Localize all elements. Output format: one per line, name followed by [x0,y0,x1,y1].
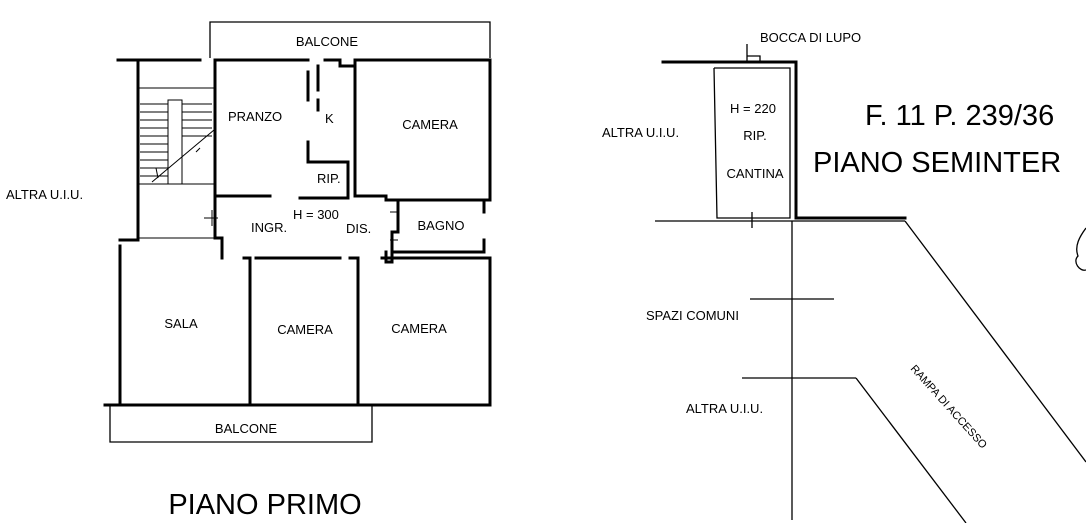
rampa-left-edge [855,377,967,523]
label-camera-top-right: CAMERA [402,117,458,132]
label-spazi-comuni: SPAZI COMUNI [646,308,739,323]
tick-lines [742,212,856,379]
balcony-bottom [109,405,373,443]
balcony-top [209,21,491,58]
label-cantina: CANTINA [726,166,783,181]
label-dis: DIS. [346,221,371,236]
outer-wall-top [116,58,492,68]
piano-seminterrato-plan [655,44,1086,523]
label-foglio-particella: F. 11 P. 239/36 [865,100,1054,132]
label-ingr: INGR. [251,220,287,235]
label-height: H = 300 [293,207,339,222]
wall-bagno [390,198,486,254]
label-rampa-di-accesso: RAMPA DI ACCESSO [908,363,989,452]
wall-ticks [204,210,398,241]
label-rip-cantina: RIP. [743,128,767,143]
wall-kitchen [298,64,350,200]
bocca-di-lupo-opening [746,44,761,62]
label-camera-bottom-middle: CAMERA [277,322,333,337]
piano-seminterrato-labels: BOCCA DI LUPO ALTRA U.I.U. H = 220 RIP. … [602,30,1061,452]
label-sala: SALA [164,316,198,331]
label-camera-bottom-right: CAMERA [391,321,447,336]
label-rip: RIP. [317,171,341,186]
label-pranzo: PRANZO [228,109,282,124]
label-balcone-bottom: BALCONE [215,421,277,436]
wall-camera-tr [353,64,492,202]
label-k: K [325,111,334,126]
title-piano-primo: PIANO PRIMO [168,489,361,521]
outer-wall-left [118,58,140,407]
stair-wall-right [213,58,224,260]
cantina-inner [713,67,791,219]
piano-primo-labels: BALCONE BALCONE ALTRA U.I.U. PRANZO K CA… [6,34,464,521]
label-bagno: BAGNO [418,218,465,233]
label-altra-uiu: ALTRA U.I.U. [6,187,83,202]
cantina-outer-wall [661,60,907,220]
label-balcone-top: BALCONE [296,34,358,49]
stair-treads [140,99,215,185]
label-altra-uiu-top: ALTRA U.I.U. [602,125,679,140]
wall-corridor-bottom [242,256,492,407]
label-altra-uiu-bottom: ALTRA U.I.U. [686,401,763,416]
title-piano-seminterrato: PIANO SEMINTER [813,147,1061,179]
label-height-cantina: H = 220 [730,101,776,116]
landing [138,183,215,239]
partial-outline-right [1075,227,1086,271]
label-bocca-di-lupo: BOCCA DI LUPO [760,30,861,45]
piano-primo-plan [103,21,492,443]
rampa-right-edge [904,220,1086,463]
